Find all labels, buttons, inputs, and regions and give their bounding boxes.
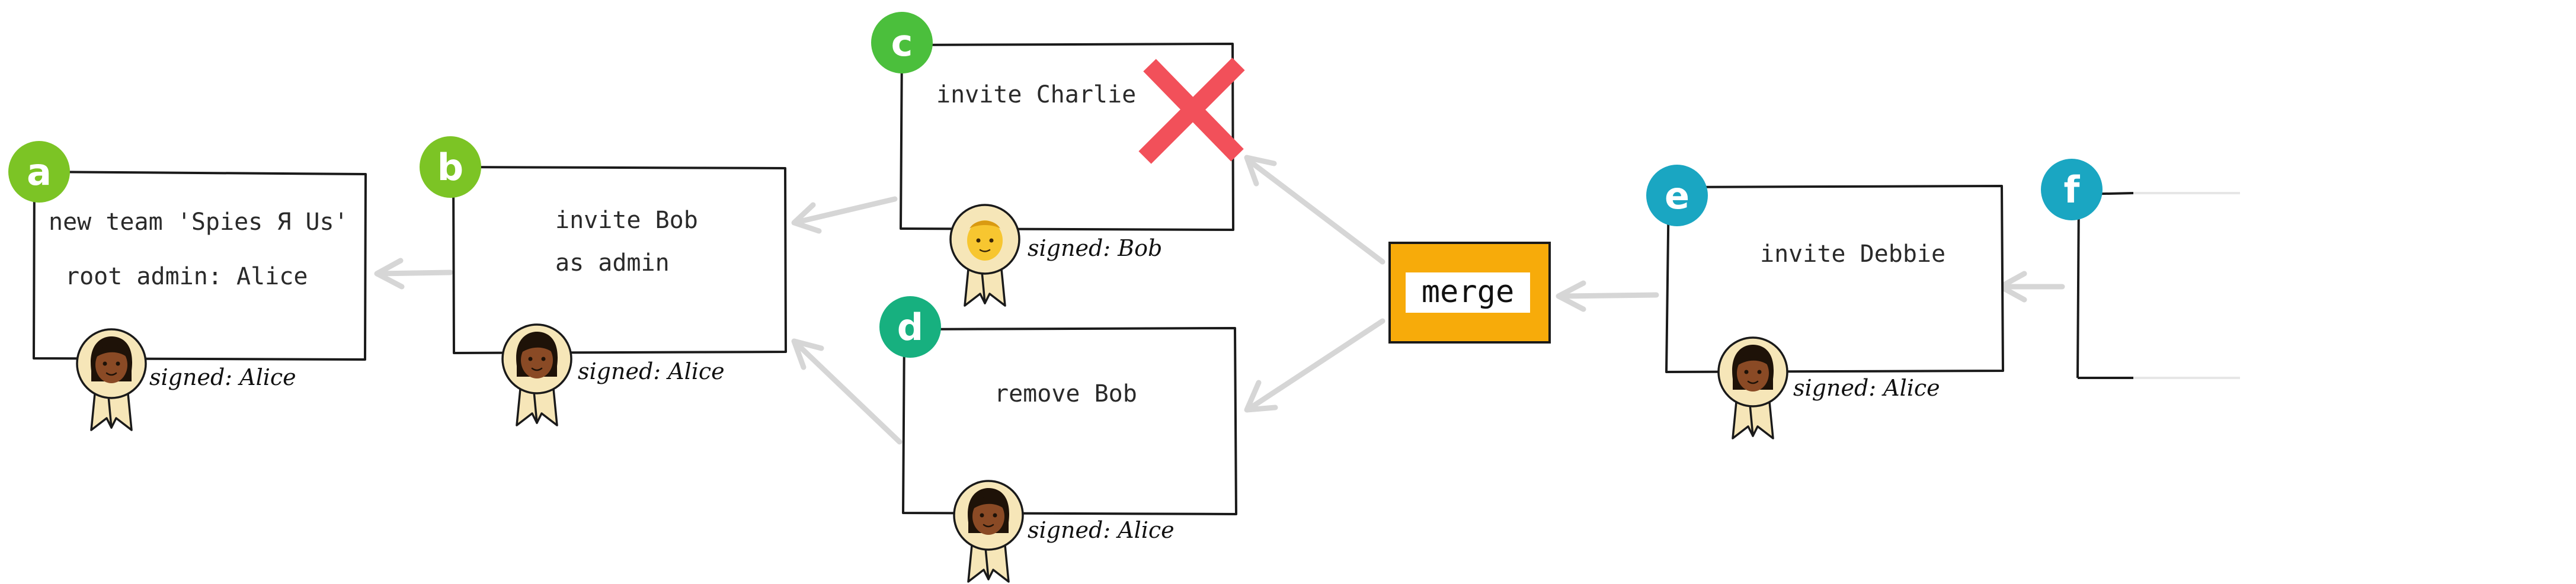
- node-e-line-1: invite Debbie: [1760, 240, 1945, 268]
- node-a: new team 'Spies Я Us' root admin: Alice …: [8, 141, 367, 431]
- node-c-signature: signed: Bob: [1028, 235, 1162, 261]
- avatar-badge-icon: [949, 204, 1020, 307]
- node-d-label: d: [897, 306, 923, 349]
- node-c-badge: [871, 12, 933, 73]
- node-f: f: [2041, 159, 2240, 379]
- edge-f-to-e: [1998, 271, 2065, 303]
- merge-label: merge: [1422, 274, 1515, 310]
- avatar-badge-icon: [501, 323, 572, 426]
- node-e-signature: signed: Alice: [1793, 375, 1940, 401]
- edge-e-to-merge: [1556, 280, 1659, 312]
- node-b-line-2: as admin: [555, 249, 670, 277]
- avatar-badge-icon: [76, 328, 147, 431]
- edge-c-to-b: [791, 196, 898, 234]
- edge-merge-to-c: [1244, 155, 1385, 265]
- node-a-label: a: [27, 150, 52, 194]
- node-e-badge: [1646, 165, 1708, 226]
- node-c: invite Charlie signed: Bob c: [871, 12, 1245, 307]
- edge-d-to-b: [791, 338, 903, 445]
- node-c-line-1: invite Charlie: [936, 81, 1136, 108]
- x-mark-icon: [1138, 57, 1245, 164]
- edge-b-to-a: [374, 258, 453, 290]
- edge-merge-to-d: [1244, 318, 1385, 413]
- merge-node: merge: [1388, 242, 1551, 344]
- node-d: remove Bob signed: Alice d: [879, 296, 1237, 583]
- node-d-line-1: remove Bob: [994, 380, 1137, 407]
- node-b: invite Bob as admin signed: Alice b: [420, 136, 787, 426]
- merge-label-bg: [1406, 272, 1530, 313]
- node-f-label: f: [2064, 168, 2081, 211]
- node-b-line-1: invite Bob: [555, 207, 698, 234]
- node-e-label: e: [1665, 174, 1689, 217]
- node-d-signature: signed: Alice: [1028, 517, 1175, 543]
- node-b-label: b: [437, 146, 463, 189]
- node-a-signature: signed: Alice: [149, 364, 296, 390]
- node-e: invite Debbie signed: Alice e: [1646, 165, 2004, 439]
- node-b-signature: signed: Alice: [578, 358, 725, 384]
- node-c-label: c: [891, 21, 913, 65]
- node-b-badge: [420, 136, 481, 198]
- avatar-badge-icon: [1717, 336, 1788, 439]
- node-d-badge: [879, 296, 941, 358]
- node-f-badge: [2041, 159, 2103, 220]
- avatar-badge-icon: [953, 480, 1024, 583]
- node-a-line-1: new team 'Spies Я Us': [49, 208, 348, 236]
- node-a-badge: [8, 141, 70, 203]
- node-a-line-2: root admin: Alice: [65, 263, 308, 290]
